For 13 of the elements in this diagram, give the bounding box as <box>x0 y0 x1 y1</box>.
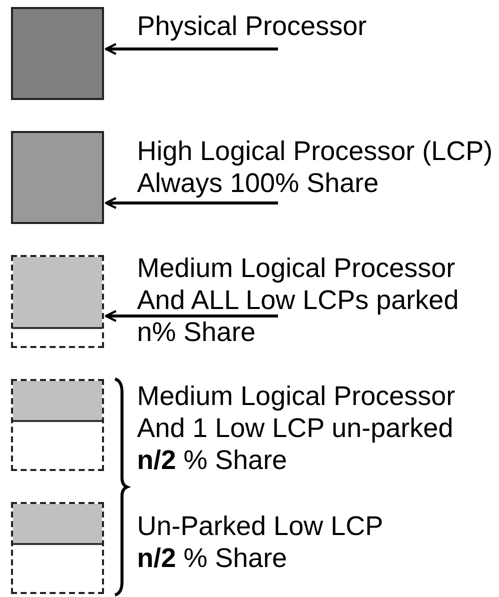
processor-label: Un-Parked Low LCP n/2 % Share <box>137 510 384 574</box>
filled-box <box>11 7 104 100</box>
filled-box <box>11 131 104 224</box>
processor-label: High Logical Processor (LCP) Always 100% Share <box>137 135 499 203</box>
dashed-box <box>11 502 104 594</box>
arrow <box>104 42 278 56</box>
arrow <box>104 196 278 210</box>
arrow <box>104 310 278 322</box>
processor-label: Medium Logical Processor And ALL Low LCPs parked n% Share <box>137 252 477 348</box>
dashed-box <box>11 255 104 348</box>
processor-label: Physical Processor <box>137 10 437 49</box>
dashed-box <box>11 379 104 471</box>
processor-label: Medium Logical Processor And 1 Low LCP un-parked n/2 % Share <box>137 380 456 476</box>
